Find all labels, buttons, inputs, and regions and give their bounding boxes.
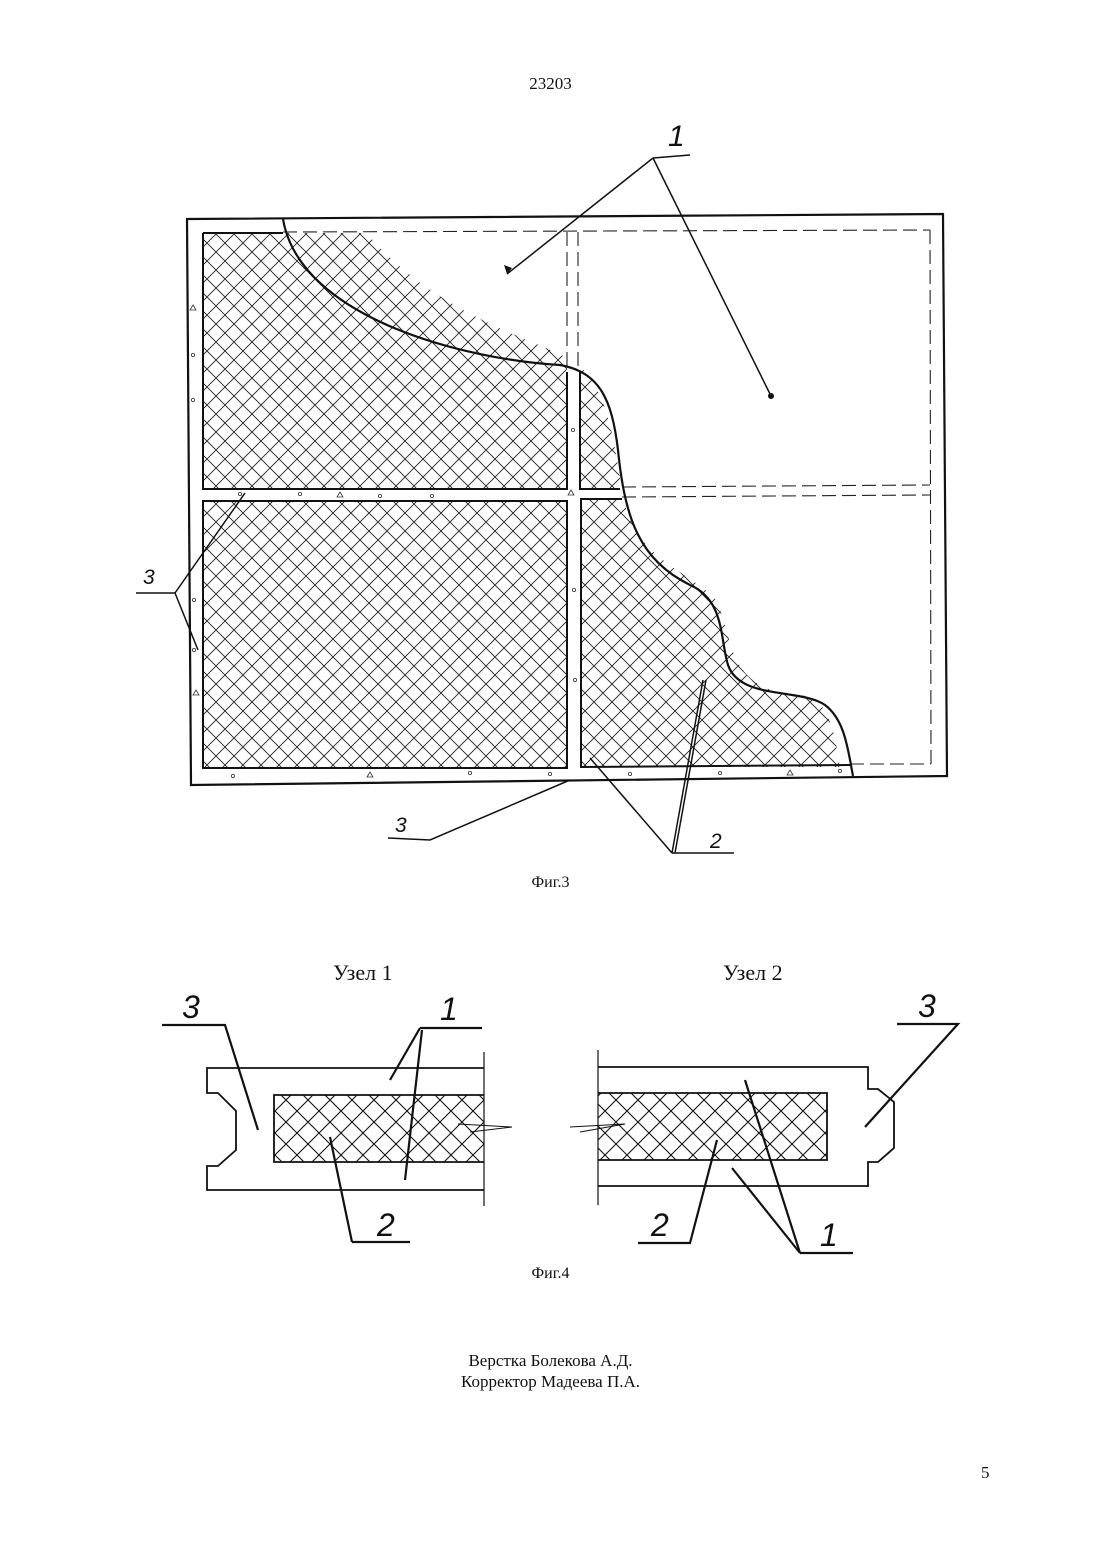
node-1-label-1: 1 — [440, 991, 458, 1027]
figure-3-caption: Фиг.3 — [0, 874, 1101, 892]
page-number: 5 — [981, 1463, 990, 1483]
node-1-label-2: 2 — [376, 1207, 395, 1243]
node-2-label-1: 1 — [820, 1217, 838, 1253]
label-2: 2 — [709, 830, 722, 853]
proofreader-credit: Корректор Мадеева П.А. — [0, 1372, 1101, 1392]
figure-3: 1 3 3 2 — [136, 120, 947, 853]
layout-credit: Верстка Болекова А.Д. — [0, 1351, 1101, 1371]
node-1-insulation — [274, 1095, 484, 1162]
node-2-label-3: 3 — [918, 988, 936, 1024]
figure-4-caption: Фиг.4 — [0, 1265, 1101, 1283]
label-3-left: 3 — [143, 566, 155, 589]
label-3-bottom: 3 — [395, 814, 407, 837]
node-1-label-3: 3 — [182, 989, 200, 1025]
label-1: 1 — [668, 120, 685, 153]
arrow-head — [504, 265, 512, 274]
node-2-insulation — [598, 1093, 827, 1160]
leader-dot — [768, 393, 774, 399]
node-2-title: Узел 2 — [723, 960, 783, 985]
figure-4-node-2: Узел 2 3 1 2 — [570, 960, 958, 1253]
node-1-title: Узел 1 — [333, 960, 393, 985]
node-2-label-2: 2 — [650, 1207, 669, 1243]
figure-4-node-1: Узел 1 3 1 2 — [162, 960, 512, 1243]
